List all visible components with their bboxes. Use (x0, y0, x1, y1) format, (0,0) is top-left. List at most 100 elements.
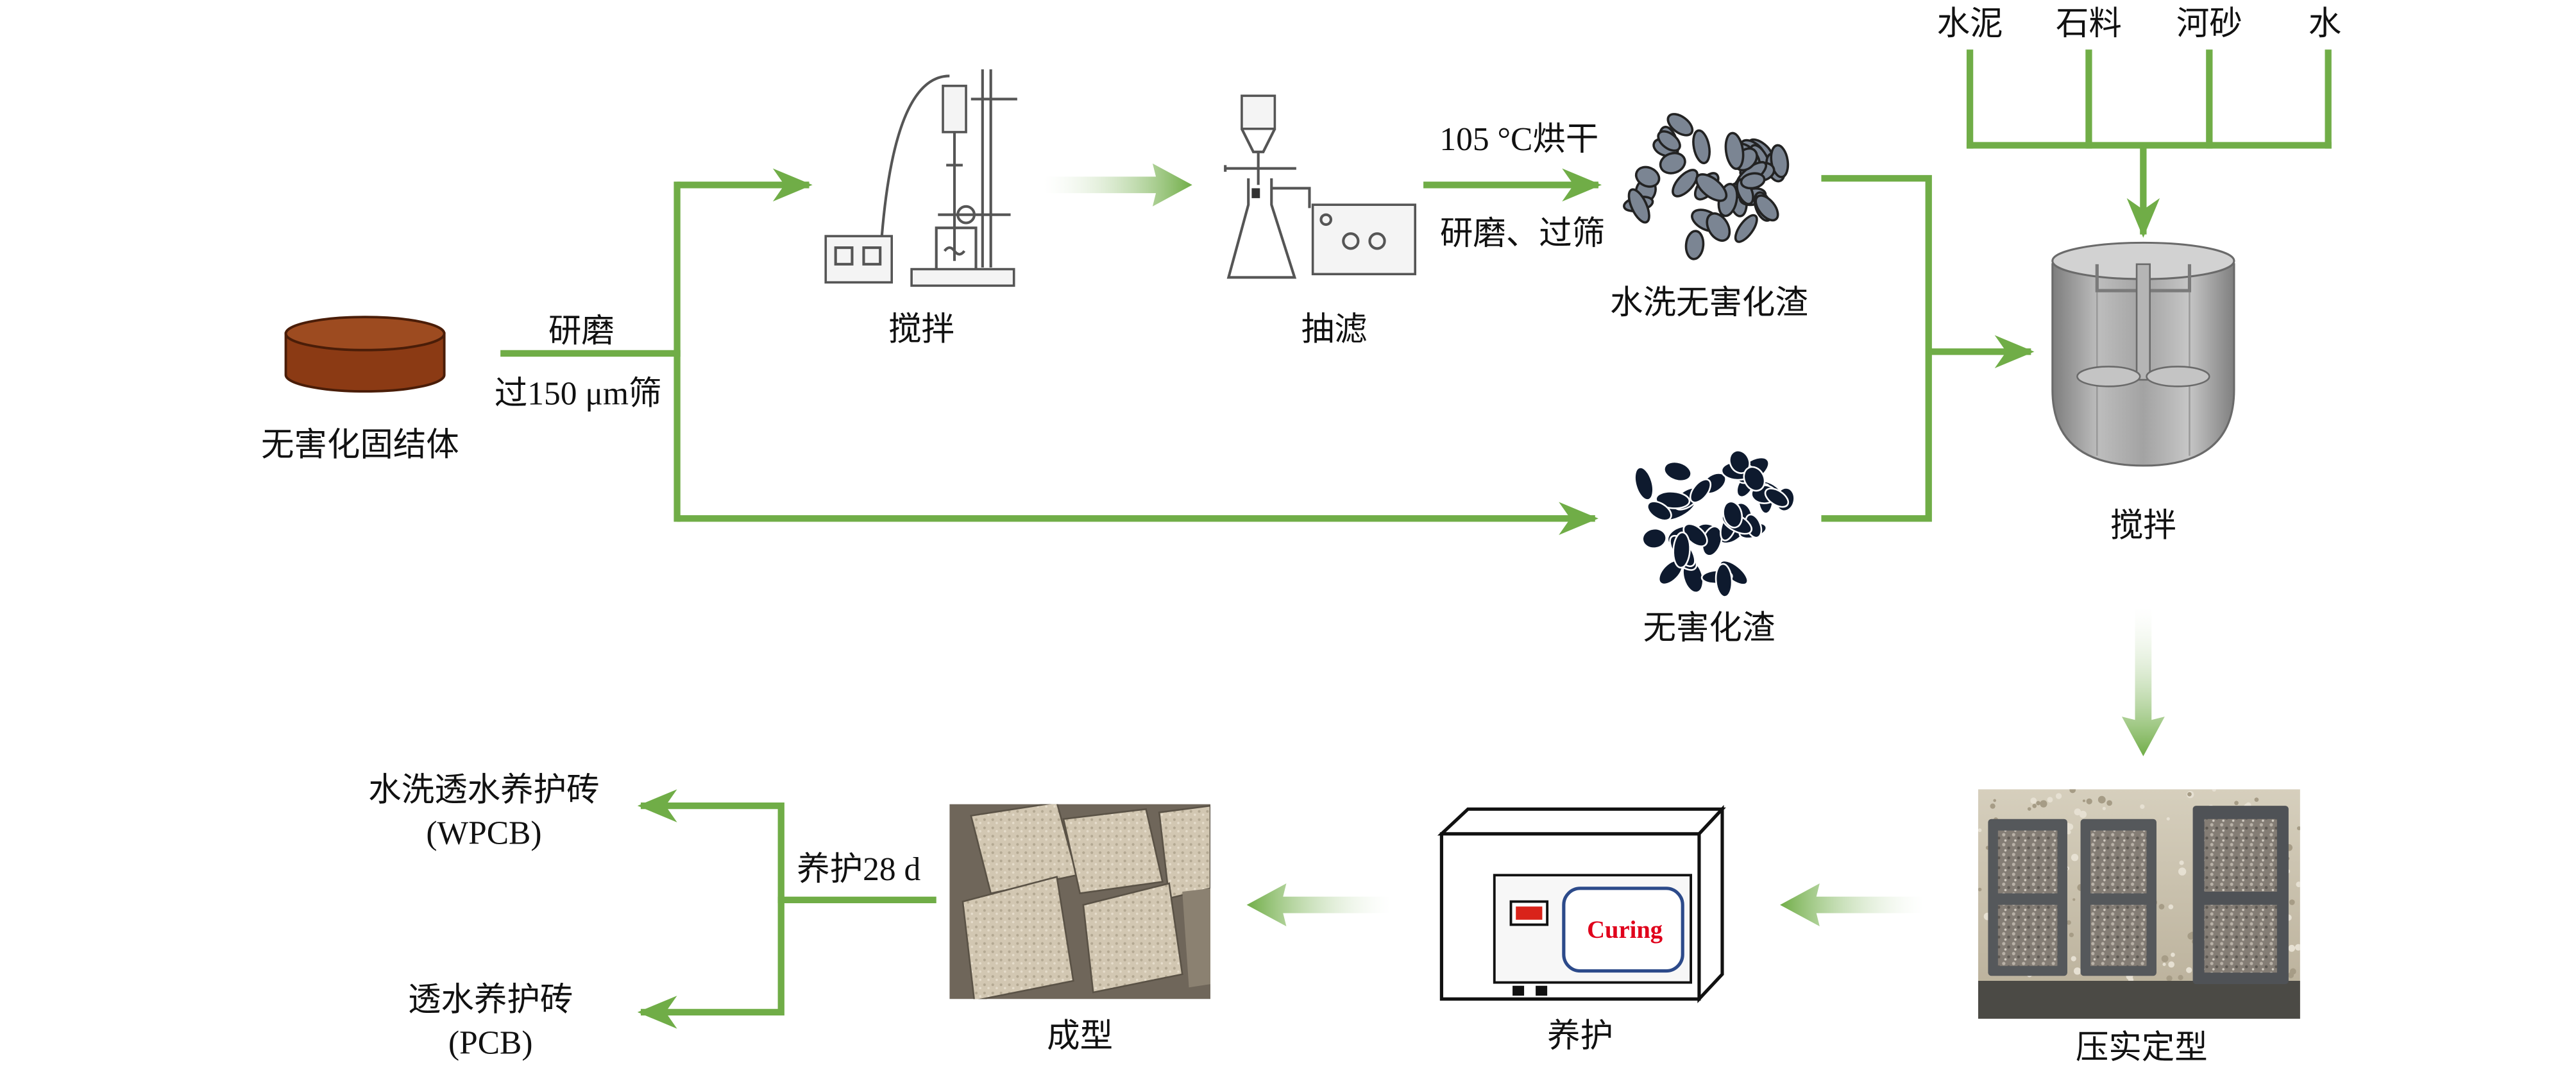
oven-side (1697, 804, 1724, 1003)
drying-label: 105 °C烘干 (1439, 121, 1598, 158)
slag-particle (1663, 461, 1692, 482)
slag-particle (1743, 466, 1766, 492)
gravel-speck (2234, 801, 2239, 806)
slag-particle (1689, 478, 1712, 504)
gravel-speck (2102, 806, 2106, 810)
slag-particle (1764, 488, 1790, 508)
slag-particle (1715, 563, 1733, 598)
gravel-speck (2178, 974, 2183, 980)
material-cement: 水泥 (1937, 6, 2003, 42)
gravel-speck (2186, 967, 2192, 973)
gravel-speck (2047, 797, 2053, 802)
washed-slag-particle (1724, 132, 1745, 170)
gravel-speck (2074, 808, 2081, 816)
filter-seal (1251, 188, 1260, 198)
gravel-speck (2071, 956, 2076, 962)
gravel-speck (2027, 807, 2031, 811)
compaction-label: 压实定型 (2076, 1030, 2208, 1066)
gravel-speck (2179, 860, 2184, 865)
gravel-speck (2297, 826, 2300, 831)
source-label: 无害化固结体 (261, 427, 459, 463)
product-pcb-code: (PCB) (448, 1024, 533, 1061)
gravel-speck (2030, 797, 2037, 804)
ground-shadow (1978, 981, 2300, 1019)
gravel-speck (2074, 967, 2081, 975)
pump-gauge (1368, 232, 1386, 250)
stirring-label: 搅拌 (888, 311, 954, 348)
material-aggregate: 石料 (2056, 6, 2122, 42)
slag-particle (1672, 531, 1691, 569)
washed-slag-particle (1706, 212, 1731, 242)
forming-label: 成型 (1047, 1018, 1113, 1055)
gravel-speck (2289, 899, 2295, 905)
gravel-speck (2036, 801, 2041, 806)
product-wpcb-name: 水洗透水养护砖 (368, 772, 599, 808)
grind-label: 研磨 (548, 313, 614, 350)
oven-switch (1516, 906, 1543, 920)
grind-sieve-label: 研磨、过筛 (1440, 216, 1605, 252)
gravel-speck (2069, 932, 2074, 938)
gravel-speck (2140, 804, 2145, 810)
gravel-speck (2162, 962, 2166, 966)
product-pcb-name: 透水养护砖 (408, 981, 573, 1018)
gravel-speck (2294, 944, 2300, 951)
gravel-speck (2066, 823, 2074, 830)
gravel-speck (2086, 798, 2092, 804)
oven-button (1536, 985, 1548, 996)
liquid-wave (943, 246, 966, 256)
power-cable (880, 74, 950, 237)
gravel-speck (2161, 955, 2169, 962)
slag-particle (1634, 466, 1654, 501)
gravel-speck (2187, 792, 2192, 797)
gravel-speck (2168, 904, 2174, 910)
gravel-speck (2097, 795, 2106, 804)
gravel-speck (2032, 804, 2037, 808)
gravel-speck (2166, 975, 2173, 981)
pump-gauge (1342, 232, 1360, 250)
flask-clamp (1224, 165, 1296, 172)
brick-shadow (1182, 888, 1211, 988)
gravel-speck (1978, 887, 1982, 892)
buchner-funnel (1241, 94, 1276, 130)
washed-slag-particle (1754, 194, 1779, 222)
washed-slag-particle (1657, 130, 1681, 152)
washed-slag-particle (1634, 166, 1661, 188)
slag-particle (1722, 500, 1743, 529)
stirrer-apparatus-icon (824, 69, 1017, 287)
gradient-arrow-down (2121, 607, 2165, 756)
clamp-knob (956, 205, 976, 225)
suction-filter-icon (1224, 94, 1417, 279)
mold-cell (2090, 830, 2147, 894)
gravel-speck (2166, 817, 2170, 821)
oven-window-text: Curing (1587, 917, 1663, 944)
sieve-label: 过150 μm筛 (495, 376, 662, 412)
mixer-tank-icon (2051, 241, 2235, 467)
vacuum-tube (1271, 187, 1311, 208)
gravel-speck (1993, 799, 1997, 802)
washed-slag-particle (1659, 151, 1686, 174)
gravel-speck (2040, 800, 2047, 808)
mold-cell (1997, 904, 2058, 966)
mold-cell (2204, 904, 2277, 973)
curing-label: 养护 (1547, 1018, 1613, 1055)
beaker (935, 226, 978, 273)
brick-block (1062, 808, 1164, 895)
brick-block (962, 876, 1074, 999)
gravel-speck (2066, 829, 2071, 835)
gravel-speck (2254, 797, 2259, 802)
mold-cell (2090, 904, 2147, 966)
slag-label: 无害化渣 (1643, 610, 1775, 647)
brick-block (1158, 804, 1211, 899)
gravel-speck (1990, 803, 1996, 809)
stirrer-motor (942, 85, 967, 133)
gravel-speck (2082, 799, 2086, 802)
mixer-label: 搅拌 (2110, 508, 2176, 545)
gravel-speck (2079, 810, 2087, 819)
cylinder-top (284, 316, 446, 352)
formed-bricks-photo (949, 804, 1211, 999)
gradient-arrow-left (1246, 883, 1391, 927)
slag-particle (1641, 527, 1667, 549)
slag-particle (1647, 500, 1672, 522)
washed-slag-icon (1623, 113, 1790, 260)
impeller-shaft (2135, 263, 2151, 381)
